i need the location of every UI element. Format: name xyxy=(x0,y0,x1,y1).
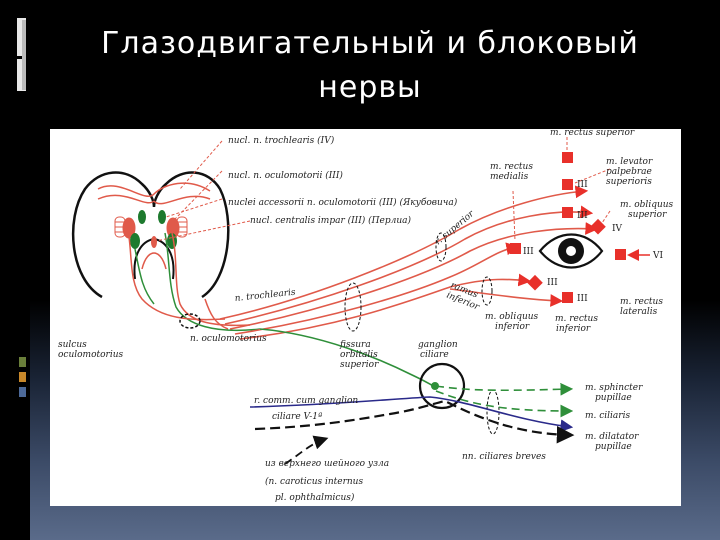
numeral-iii-medialis: III xyxy=(523,247,534,257)
nucleus-accessory-left xyxy=(138,210,146,224)
nucleus-accessory-right xyxy=(158,210,166,224)
label-m-rectus-lateralis-2: lateralis xyxy=(620,307,658,317)
label-m-rectus-superior: m. rectus superior xyxy=(550,129,635,138)
label-m-levator-3: superioris xyxy=(606,177,652,187)
muscle-rectus-medialis xyxy=(510,243,521,254)
nerve-numerals: III III IV III VI III III xyxy=(523,180,663,304)
muscle-levator xyxy=(562,179,573,190)
label-m-ciliaris: m. ciliaris xyxy=(585,411,630,421)
midbrain-section xyxy=(71,171,230,299)
muscle-rectus-superior xyxy=(562,152,573,163)
label-fissura-2: orbitalis xyxy=(340,350,378,360)
nucleus-green-lower-left xyxy=(130,233,140,249)
label-nucl-centralis: nucl. centralis impar (III) (Перлиа) xyxy=(250,215,412,226)
numeral-iv: IV xyxy=(612,224,623,234)
label-pl-ophthalmicus: pl. ophthalmicus) xyxy=(275,492,355,503)
decor-accent-green xyxy=(19,357,26,367)
label-n-caroticus: (n. caroticus internus xyxy=(265,476,363,487)
ciliary-ganglion xyxy=(418,362,466,410)
muscle-rectus-lateralis xyxy=(615,249,626,260)
label-m-rectus-medialis-2: medialis xyxy=(490,172,529,182)
label-group: nucl. n. trochlearis (IV) nucl. n. oculo… xyxy=(58,129,674,503)
diagram-panel: nucl. n. trochlearis (IV) nucl. n. oculo… xyxy=(50,129,681,506)
label-fissura-3: superior xyxy=(340,360,379,370)
label-sulcus-2: oculomotorius xyxy=(58,350,124,360)
label-sulcus-1: sulcus xyxy=(58,340,87,350)
label-m-rectus-medialis-1: m. rectus xyxy=(490,162,533,172)
sympathetic-input xyxy=(284,435,329,465)
eye-icon xyxy=(538,233,604,269)
title-line-1: Глазодвигательный и блоковый xyxy=(101,26,639,61)
slide-title: Глазодвигательный и блоковый нервы xyxy=(40,22,700,110)
oculomotor-fibers xyxy=(128,232,261,332)
label-m-rectus-lateralis-1: m. rectus xyxy=(620,297,663,307)
label-nucl-oculomotorii: nucl. n. oculomotorii (III) xyxy=(228,170,343,181)
label-m-obliquus-inferior-2: inferior xyxy=(495,322,530,332)
label-m-levator-2: palpebrae xyxy=(606,167,652,177)
label-m-dilatator-2: pupillae xyxy=(595,442,632,452)
muscle-rectus-medialis-upper xyxy=(562,207,573,218)
label-n-oculomotorius: n. oculomotorius xyxy=(190,334,267,344)
title-line-2: нервы xyxy=(318,70,422,105)
nucleus-perlia xyxy=(151,236,157,248)
decor-block-3 xyxy=(22,20,26,90)
trochlear-decussation xyxy=(97,182,229,330)
label-m-dilatator-1: m. dilatator xyxy=(585,432,639,442)
label-m-sphincter-2: pupillae xyxy=(595,393,632,403)
decor-accent-orange xyxy=(19,372,26,382)
label-r-comm-1: r. comm. cum ganglion xyxy=(254,396,358,406)
label-m-sphincter-1: m. sphincter xyxy=(585,383,643,393)
label-m-obliquus-superior-1: m. obliquus xyxy=(620,200,674,210)
ganglion-outputs xyxy=(249,382,575,444)
parasympathetic-path xyxy=(259,328,436,388)
label-m-obliquus-inferior-1: m. obliquus xyxy=(485,312,539,322)
decor-block-2 xyxy=(17,59,26,91)
leader-lines xyxy=(155,137,611,242)
decor-block-1 xyxy=(17,18,26,56)
decor-accent-blue xyxy=(19,387,26,397)
nuclei xyxy=(114,210,188,249)
label-nucl-trochlearis: nucl. n. trochlearis (IV) xyxy=(228,135,335,146)
nerve-diagram: nucl. n. trochlearis (IV) nucl. n. oculo… xyxy=(58,129,674,503)
numeral-iii-rectus-inf: III xyxy=(577,294,588,304)
label-m-rectus-inferior-1: m. rectus xyxy=(555,314,598,324)
label-fissura-1: fissura xyxy=(339,340,371,350)
label-m-rectus-inferior-2: inferior xyxy=(556,324,591,334)
label-iz-verhnego: из верхнего шейного узла xyxy=(265,459,389,469)
numeral-iii-levator: III xyxy=(577,180,588,190)
numeral-iii-obliquus-inf: III xyxy=(547,278,558,288)
label-m-levator-1: m. levator xyxy=(606,157,653,167)
label-ganglion-1: ganglion xyxy=(418,340,458,350)
numeral-iii-rectus-med-upper: III xyxy=(577,211,588,221)
muscle-rectus-inferior xyxy=(562,292,573,303)
nerve-trunks xyxy=(219,185,599,340)
label-nuclei-accessorii: nuclei accessorii n. oculomotorii (III) … xyxy=(228,197,458,208)
muscle-obliquus-inferior xyxy=(527,274,543,291)
label-r-superior: r. superior xyxy=(434,209,477,248)
label-m-obliquus-superior-2: superior xyxy=(628,210,667,220)
numeral-vi: VI xyxy=(652,251,663,261)
label-ganglion-2: ciliare xyxy=(420,350,449,360)
label-nn-ciliares: nn. ciliares breves xyxy=(462,452,546,462)
label-r-comm-2: ciliare V-1ª xyxy=(272,412,322,422)
